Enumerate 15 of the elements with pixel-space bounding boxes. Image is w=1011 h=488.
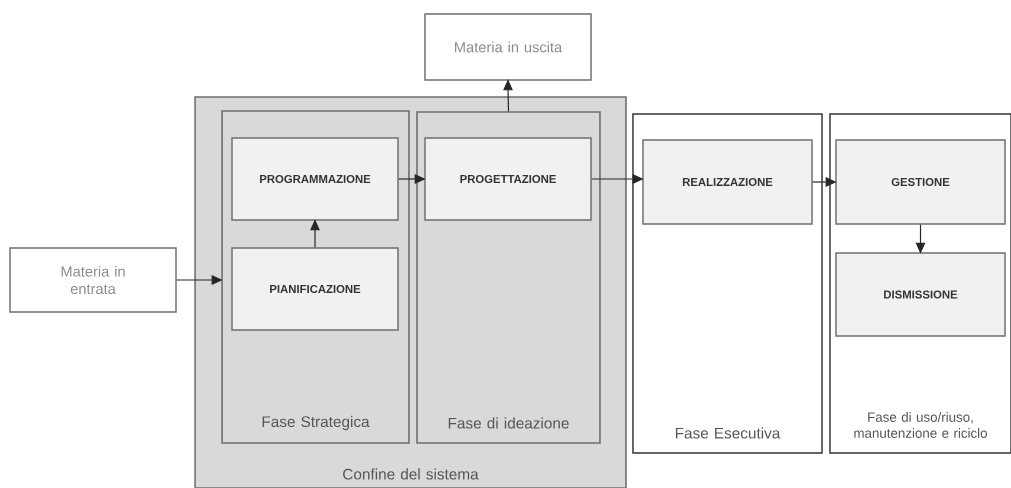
arrow — [398, 174, 426, 184]
arrow — [915, 224, 926, 254]
process-box: DISMISSIONE — [835, 252, 1006, 337]
process-box: REALIZZAZIONE — [642, 139, 813, 225]
material-box: Materia in entrata — [9, 247, 177, 313]
material-box: Materia in uscita — [424, 13, 592, 81]
arrow — [812, 177, 837, 187]
arrow — [591, 174, 644, 184]
arrow — [176, 275, 223, 285]
process-box: GESTIONE — [835, 139, 1006, 225]
arrow — [310, 219, 320, 248]
arrow — [503, 79, 513, 112]
process-box: PROGETTAZIONE — [424, 137, 592, 221]
process-box: PIANIFICAZIONE — [231, 247, 399, 331]
process-box: PROGRAMMAZIONE — [231, 137, 399, 221]
